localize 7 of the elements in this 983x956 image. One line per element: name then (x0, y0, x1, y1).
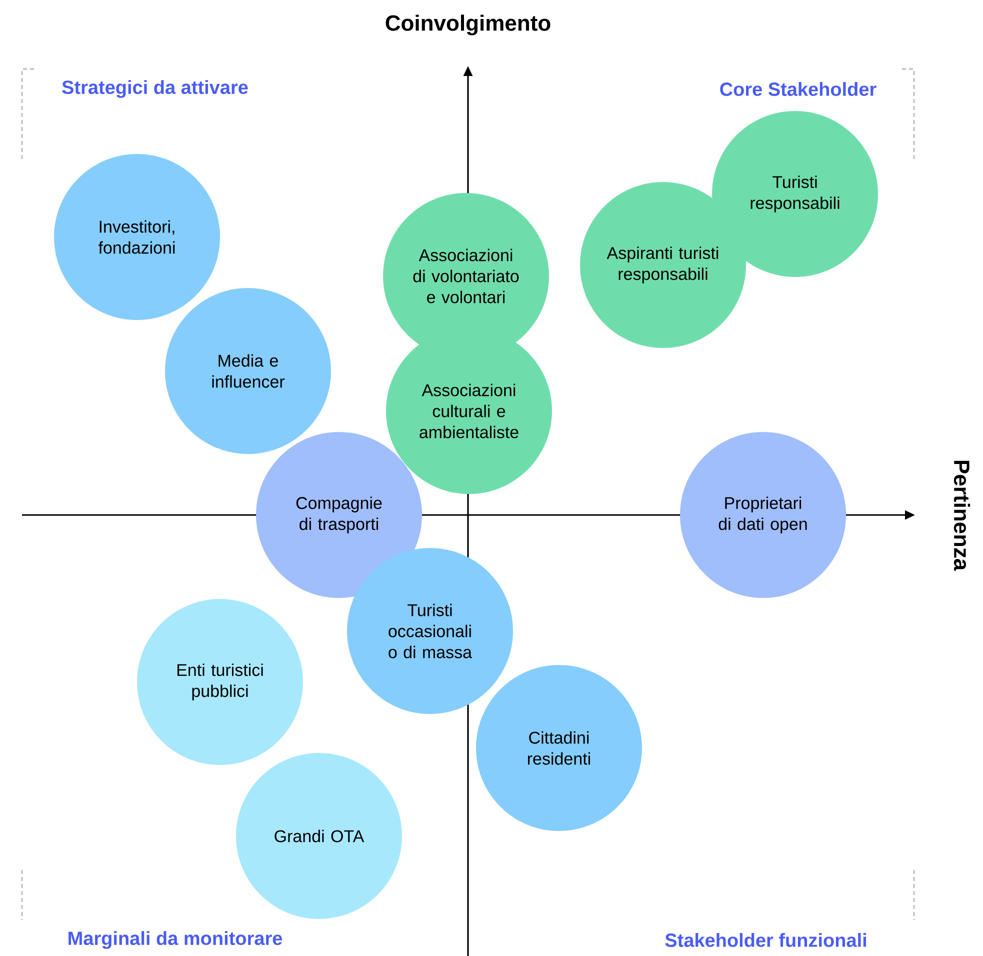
quadrant-label: Marginali da monitorare (68, 931, 282, 949)
node-label: Associazioni culturali e ambientaliste (420, 384, 518, 438)
axis-title: Pertinenza (954, 460, 970, 571)
quadrant-label: Strategici da attivare (62, 80, 248, 98)
axis-title: Coinvolgimento (386, 14, 550, 36)
node-label: Associazioni di volontariato e volontari (413, 248, 519, 304)
quadrant-label: Stakeholder funzionali (665, 933, 866, 947)
